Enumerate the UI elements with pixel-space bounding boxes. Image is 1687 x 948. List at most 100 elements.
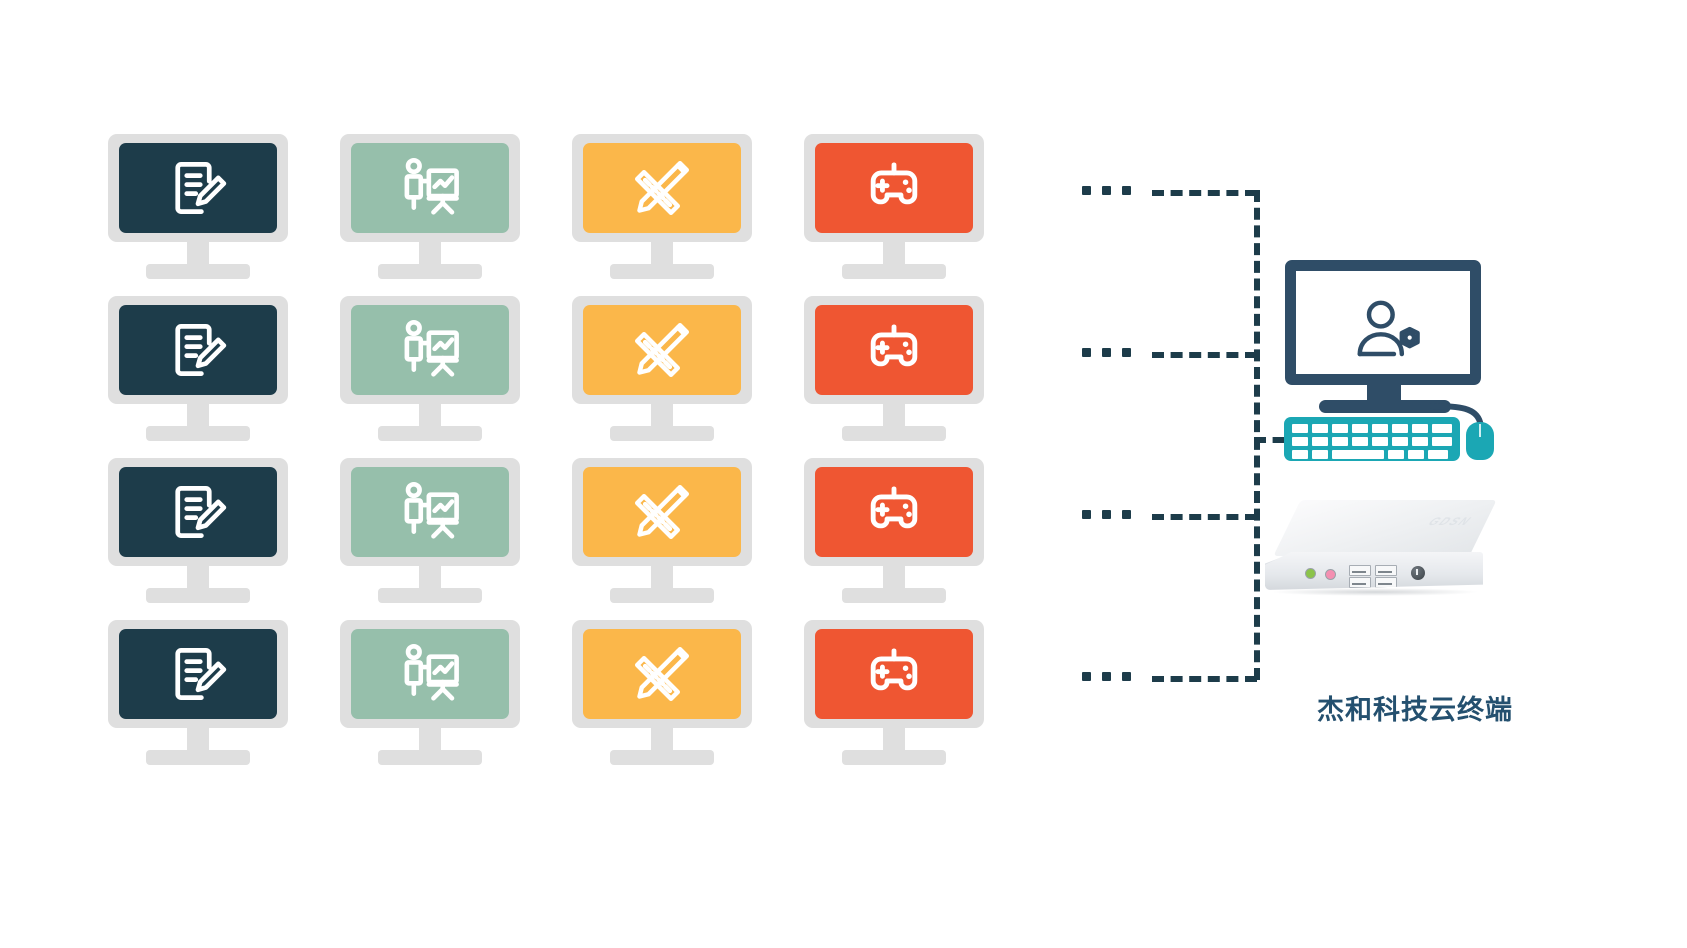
monitor-base — [146, 750, 250, 765]
ellipsis-dot — [1082, 672, 1091, 681]
ellipsis-dot — [1102, 348, 1111, 357]
monitor-neck — [419, 728, 441, 754]
monitor-base — [146, 426, 250, 441]
mini-pc-shadow — [1271, 588, 1479, 596]
monitor-base — [610, 750, 714, 765]
monitor-neck — [187, 566, 209, 592]
ellipsis-dot — [1082, 348, 1091, 357]
presentation-board-icon — [393, 475, 467, 549]
monitor-neck — [187, 242, 209, 268]
usb-port — [1375, 565, 1397, 576]
gamepad-icon — [857, 475, 931, 549]
usb-port — [1349, 577, 1371, 588]
monitor-neck — [187, 404, 209, 430]
monitor-base — [378, 264, 482, 279]
monitor-neck — [419, 404, 441, 430]
monitor-screen — [583, 305, 741, 395]
monitor-base — [146, 588, 250, 603]
gamepad-icon — [857, 151, 931, 225]
monitor-base — [610, 264, 714, 279]
monitor-base — [146, 264, 250, 279]
ellipsis-dot — [1102, 510, 1111, 519]
monitor-screen — [583, 629, 741, 719]
connector-row-3 — [1152, 514, 1257, 520]
monitor-screen — [815, 467, 973, 557]
client-monitor-office[interactable] — [108, 134, 288, 279]
audio-out-jack — [1305, 568, 1316, 579]
usb-port — [1375, 577, 1397, 588]
client-monitor-office[interactable] — [108, 296, 288, 441]
client-monitor-teaching[interactable] — [340, 458, 520, 603]
monitor-screen — [119, 305, 277, 395]
document-edit-icon — [162, 638, 234, 710]
client-monitor-teaching[interactable] — [340, 134, 520, 279]
monitor-screen — [351, 629, 509, 719]
mic-jack — [1325, 569, 1336, 580]
client-monitor-design[interactable] — [572, 134, 752, 279]
monitor-base — [378, 750, 482, 765]
monitor-screen — [583, 467, 741, 557]
gamepad-icon — [857, 637, 931, 711]
client-monitor-office[interactable] — [108, 458, 288, 603]
client-monitor-design[interactable] — [572, 458, 752, 603]
ruler-pencil-icon — [626, 152, 698, 224]
client-monitor-gaming[interactable] — [804, 296, 984, 441]
row-ellipsis — [1082, 510, 1131, 519]
ruler-pencil-icon — [626, 314, 698, 386]
power-button[interactable] — [1411, 566, 1425, 580]
monitor-neck — [651, 728, 673, 754]
client-monitor-design[interactable] — [572, 620, 752, 765]
monitor-base — [842, 588, 946, 603]
monitor-neck — [419, 242, 441, 268]
cloud-terminal-host[interactable] — [1280, 250, 1560, 720]
presentation-board-icon — [393, 151, 467, 225]
ellipsis-dot — [1122, 510, 1131, 519]
client-monitor-office[interactable] — [108, 620, 288, 765]
connector-row-2 — [1152, 352, 1257, 358]
monitor-base — [378, 588, 482, 603]
keyboard-icon — [1284, 417, 1460, 461]
monitor-neck — [883, 728, 905, 754]
monitor-screen — [815, 143, 973, 233]
monitor-screen — [815, 629, 973, 719]
connector-row-4 — [1152, 676, 1257, 682]
row-ellipsis — [1082, 348, 1131, 357]
monitor-neck — [187, 728, 209, 754]
server-monitor-stand — [1319, 400, 1451, 413]
client-monitor-design[interactable] — [572, 296, 752, 441]
monitor-screen — [351, 305, 509, 395]
mini-pc-icon[interactable]: GDSN — [1265, 500, 1505, 610]
client-monitor-gaming[interactable] — [804, 134, 984, 279]
monitor-screen — [815, 305, 973, 395]
usb-port — [1349, 565, 1371, 576]
mini-pc-top-face: GDSN — [1273, 500, 1497, 556]
mouse-icon — [1466, 422, 1494, 460]
monitor-screen — [351, 143, 509, 233]
monitor-neck — [651, 404, 673, 430]
presentation-board-icon — [393, 637, 467, 711]
ruler-pencil-icon — [626, 476, 698, 548]
monitor-neck — [651, 242, 673, 268]
gamepad-icon — [857, 313, 931, 387]
monitor-screen — [583, 143, 741, 233]
client-monitor-gaming[interactable] — [804, 620, 984, 765]
ellipsis-dot — [1122, 348, 1131, 357]
row-ellipsis — [1082, 186, 1131, 195]
row-ellipsis — [1082, 672, 1131, 681]
mini-pc-front-face — [1265, 552, 1483, 590]
monitor-neck — [419, 566, 441, 592]
connector-row-1 — [1152, 190, 1257, 196]
client-monitor-teaching[interactable] — [340, 296, 520, 441]
monitor-base — [842, 426, 946, 441]
ellipsis-dot — [1122, 672, 1131, 681]
monitor-neck — [883, 566, 905, 592]
monitor-base — [842, 750, 946, 765]
monitor-base — [610, 588, 714, 603]
client-monitor-gaming[interactable] — [804, 458, 984, 603]
client-monitor-teaching[interactable] — [340, 620, 520, 765]
ellipsis-dot — [1082, 510, 1091, 519]
presentation-board-icon — [393, 313, 467, 387]
monitor-screen — [119, 467, 277, 557]
monitor-base — [378, 426, 482, 441]
